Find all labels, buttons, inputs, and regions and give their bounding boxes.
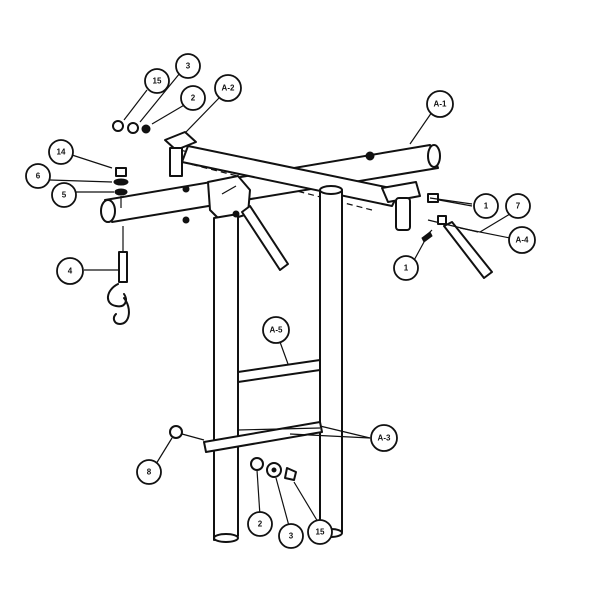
callout-label: A-1: [434, 100, 447, 109]
callout-label: 14: [57, 148, 66, 157]
callout-label: 4: [68, 267, 73, 276]
callout-a3: A-3: [370, 424, 398, 452]
callout-label: 2: [258, 520, 263, 529]
callout-4: 4: [56, 257, 84, 285]
top-bar-a1: [100, 144, 441, 223]
callout-label: 7: [516, 202, 521, 211]
callout-a4: A-4: [508, 226, 536, 254]
callout-15-bottom: 15: [307, 519, 333, 545]
right-bracket: [381, 181, 421, 231]
callout-5: 5: [51, 182, 77, 208]
callout-2-top: 2: [180, 85, 206, 111]
callout-label: A-3: [378, 434, 391, 443]
callout-a5: A-5: [262, 316, 290, 344]
left-brace: [241, 205, 289, 271]
callout-7: 7: [505, 193, 531, 219]
callout-label: 1: [404, 264, 409, 273]
right-rear-leg: [319, 185, 343, 538]
callout-label: 6: [36, 172, 41, 181]
top-bolt-4: [232, 210, 240, 218]
callout-label: A-4: [516, 236, 529, 245]
callout-label: 3: [289, 532, 294, 541]
callouts: 15 3 2 A-2 A-1 14 6 5: [25, 53, 536, 549]
left-front-leg: [213, 213, 239, 543]
callout-14: 14: [48, 139, 74, 165]
callout-label: A-5: [270, 326, 283, 335]
callout-a2: A-2: [214, 74, 242, 102]
callout-label: 3: [186, 62, 191, 71]
callout-a1: A-1: [426, 90, 454, 118]
frame-drawing: [100, 120, 493, 543]
top-cross-bar: [181, 145, 401, 207]
top-bolt-3: [182, 216, 190, 224]
callout-label: A-2: [222, 84, 235, 93]
top-hardware-stack: [112, 120, 151, 134]
left-hardware-stack: [113, 167, 129, 208]
callout-label: 15: [316, 528, 325, 537]
bottom-hardware: [169, 425, 297, 481]
upper-rung-a5: [237, 359, 321, 383]
callout-1-lower: 1: [393, 255, 419, 281]
callout-1-upper: 1: [473, 193, 499, 219]
callout-label: 2: [191, 94, 196, 103]
callout-8: 8: [136, 459, 162, 485]
callout-label: 5: [62, 191, 67, 200]
callout-label: 15: [153, 77, 162, 86]
callout-15-top: 15: [144, 68, 170, 94]
callout-3-top: 3: [175, 53, 201, 79]
callout-2-bottom: 2: [247, 511, 273, 537]
callout-label: 1: [484, 202, 489, 211]
top-bolt-1: [182, 185, 190, 193]
top-bolt-2: [365, 151, 375, 161]
swing-hanger: [107, 226, 130, 325]
callout-label: 8: [147, 468, 152, 477]
callout-6: 6: [25, 163, 51, 189]
callout-3-bottom: 3: [278, 523, 304, 549]
right-brace-a4: [443, 221, 493, 279]
